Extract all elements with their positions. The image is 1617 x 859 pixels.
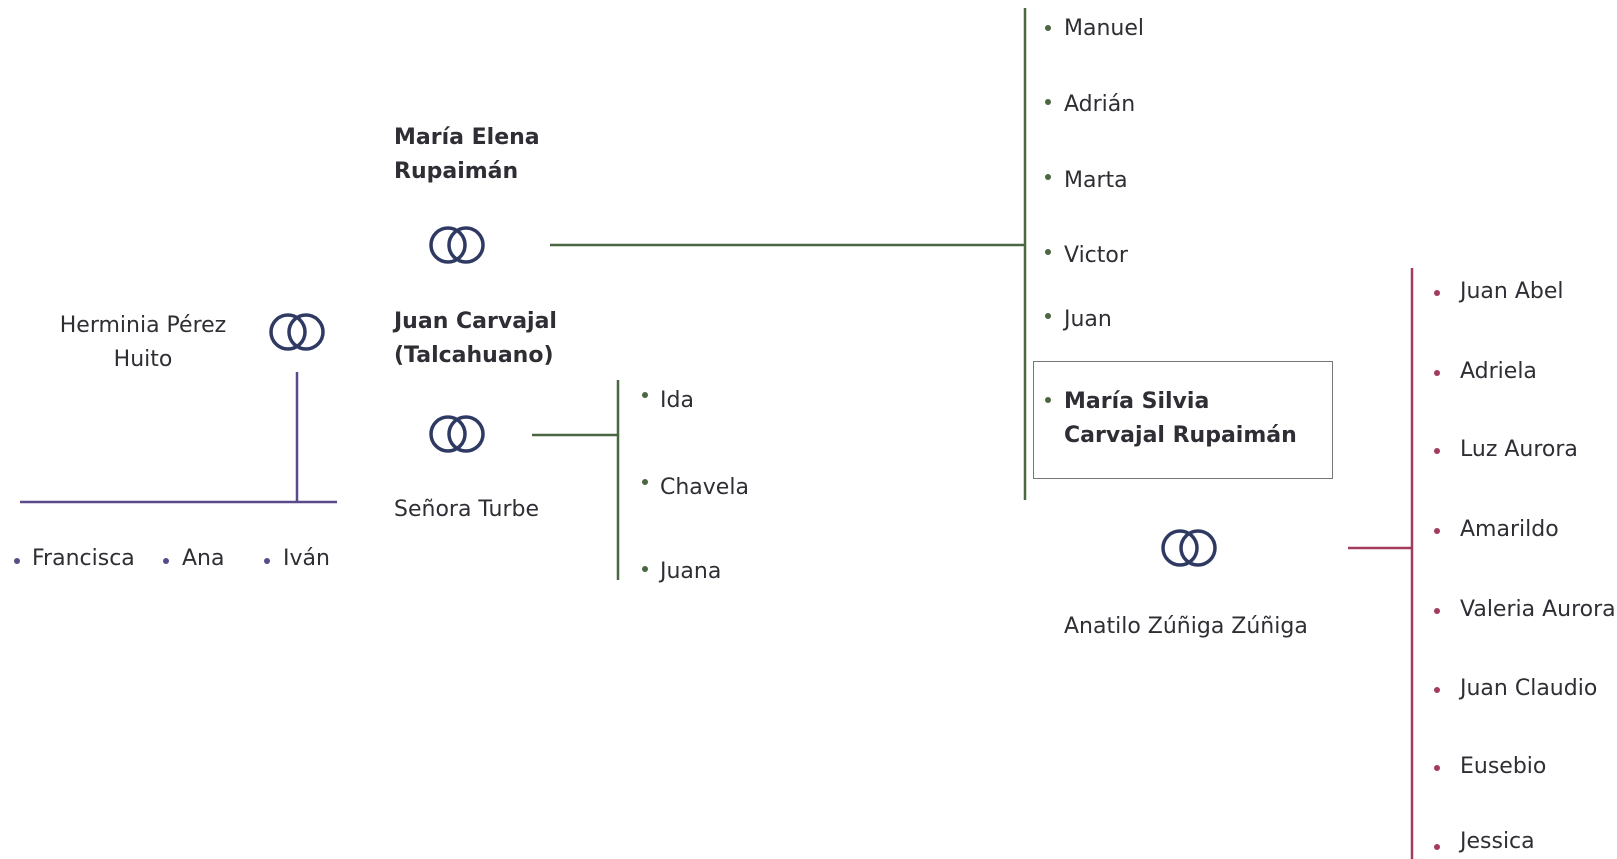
person-anatilo: Anatilo Zúñiga Zúñiga bbox=[1064, 614, 1308, 639]
bullet-icon bbox=[264, 558, 270, 564]
bullet-icon bbox=[14, 558, 20, 564]
marriage-rings-icon bbox=[1161, 529, 1217, 567]
bullet-icon bbox=[163, 558, 169, 564]
highlighted-person-box bbox=[1033, 361, 1333, 479]
bullet-icon bbox=[1045, 25, 1051, 31]
bullet-icon bbox=[1045, 249, 1051, 255]
child-name: Jessica bbox=[1460, 829, 1535, 854]
marriage-rings-icon bbox=[269, 313, 325, 351]
person-name-line: (Talcahuano) bbox=[394, 343, 554, 368]
child-name: Adriela bbox=[1460, 359, 1537, 384]
child-name: Amarildo bbox=[1460, 517, 1559, 542]
person-name-line: Herminia Pérez bbox=[59, 313, 227, 338]
person-herminia: Herminia Pérez Huito bbox=[48, 309, 238, 377]
child-name: Victor bbox=[1064, 243, 1128, 268]
person-name-line: María Silvia bbox=[1064, 389, 1210, 414]
person-juan-carvajal: Juan Carvajal (Talcahuano) bbox=[394, 305, 557, 373]
child-name: Juan Abel bbox=[1460, 279, 1564, 304]
bullet-icon bbox=[1434, 687, 1440, 693]
bullet-icon bbox=[1434, 528, 1440, 534]
child-name: Luz Aurora bbox=[1460, 437, 1578, 462]
bullet-icon bbox=[642, 479, 648, 485]
child-name: Marta bbox=[1064, 168, 1128, 193]
bullet-icon bbox=[1434, 608, 1440, 614]
child-name: Chavela bbox=[660, 475, 749, 500]
child-name: Eusebio bbox=[1460, 754, 1547, 779]
child-name: Valeria Aurora bbox=[1460, 597, 1616, 622]
bullet-icon bbox=[1045, 313, 1051, 319]
marriage-rings-icon bbox=[429, 415, 485, 453]
bullet-icon bbox=[1434, 844, 1440, 850]
bullet-icon bbox=[1434, 765, 1440, 771]
person-name-line: Huito bbox=[113, 347, 173, 372]
bullet-icon bbox=[1045, 174, 1051, 180]
bullet-icon bbox=[1045, 397, 1051, 403]
person-name-line: Juan Carvajal bbox=[394, 309, 557, 334]
child-name: Juana bbox=[660, 559, 722, 584]
marriage-rings-icon bbox=[429, 226, 485, 264]
person-name-line: Rupaimán bbox=[394, 159, 519, 184]
bullet-icon bbox=[1434, 370, 1440, 376]
person-senora-turbe: Señora Turbe bbox=[394, 497, 540, 522]
child-name-highlighted: María Silvia Carvajal Rupaimán bbox=[1064, 385, 1297, 453]
bullet-icon bbox=[1434, 448, 1440, 454]
person-name-line: Carvajal Rupaimán bbox=[1064, 423, 1297, 448]
person-maria-elena: María Elena Rupaimán bbox=[394, 121, 540, 189]
child-name: Iván bbox=[283, 546, 330, 571]
child-name: Ida bbox=[660, 388, 694, 413]
bullet-icon bbox=[1045, 99, 1051, 105]
child-name: Adrián bbox=[1064, 92, 1136, 117]
child-name: Juan Claudio bbox=[1460, 676, 1598, 701]
child-name: Manuel bbox=[1064, 16, 1144, 41]
child-name: Ana bbox=[182, 546, 225, 571]
bullet-icon bbox=[642, 392, 648, 398]
bullet-icon bbox=[642, 566, 648, 572]
bullet-icon bbox=[1434, 290, 1440, 296]
child-name: Francisca bbox=[32, 546, 135, 571]
person-name-line: María Elena bbox=[394, 125, 540, 150]
child-name: Juan bbox=[1064, 307, 1112, 332]
